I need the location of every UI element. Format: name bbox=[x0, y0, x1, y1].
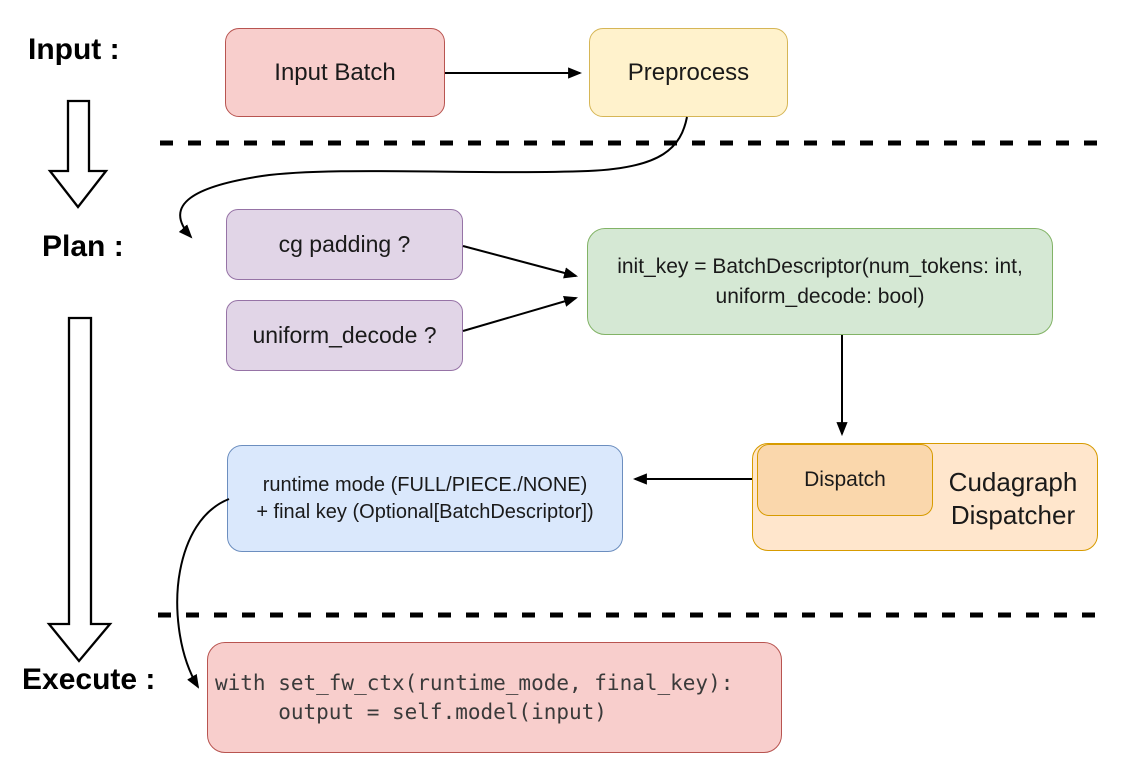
init-key-label-line1: init_key = BatchDescriptor(num_tokens: i… bbox=[617, 254, 1023, 278]
arrow-cg-padding-to-init-key bbox=[462, 245, 579, 279]
runtime-mode-label-line1: runtime mode (FULL/PIECE./NONE) bbox=[262, 473, 588, 496]
dispatch-label: Dispatch bbox=[804, 467, 886, 491]
cg-padding-node: cg padding ? bbox=[226, 209, 463, 280]
stage-label-execute: Execute : bbox=[22, 663, 156, 696]
down-arrow-icon-input-to-plan bbox=[47, 99, 109, 209]
execute-code-line1: with set_fw_ctx(runtime_mode, final_key)… bbox=[215, 670, 734, 695]
arrow-uniform-decode-to-init-key bbox=[462, 295, 579, 332]
input-batch-node: Input Batch bbox=[225, 28, 445, 117]
preprocess-node: Preprocess bbox=[589, 28, 788, 117]
cudagraph-dispatcher-label-line1: Cudagraph bbox=[948, 467, 1078, 497]
cg-padding-label: cg padding ? bbox=[278, 231, 411, 258]
uniform-decode-node: uniform_decode ? bbox=[226, 300, 463, 371]
execute-code-line2: output = self.model(input) bbox=[215, 699, 607, 724]
down-arrow-icon-plan-to-execute bbox=[46, 316, 113, 663]
input-batch-label: Input Batch bbox=[274, 58, 396, 86]
cudagraph-dispatcher-label-line2: Dispatcher bbox=[950, 500, 1076, 530]
stage-label-plan: Plan : bbox=[42, 230, 124, 263]
preprocess-label: Preprocess bbox=[627, 58, 750, 86]
init-key-label-line2: uniform_decode: bool) bbox=[715, 284, 925, 308]
runtime-mode-node: runtime mode (FULL/PIECE./NONE) + final … bbox=[227, 445, 623, 552]
execute-code-node: with set_fw_ctx(runtime_mode, final_key)… bbox=[207, 642, 782, 753]
uniform-decode-label: uniform_decode ? bbox=[252, 322, 437, 349]
runtime-mode-label-line2: + final key (Optional[BatchDescriptor]) bbox=[256, 500, 594, 523]
init-key-node: init_key = BatchDescriptor(num_tokens: i… bbox=[587, 228, 1053, 335]
stage-label-input: Input : bbox=[28, 33, 120, 66]
dispatch-node: Dispatch bbox=[757, 444, 933, 516]
cudagraph-dispatcher-label: Cudagraph Dispatcher bbox=[933, 464, 1093, 534]
